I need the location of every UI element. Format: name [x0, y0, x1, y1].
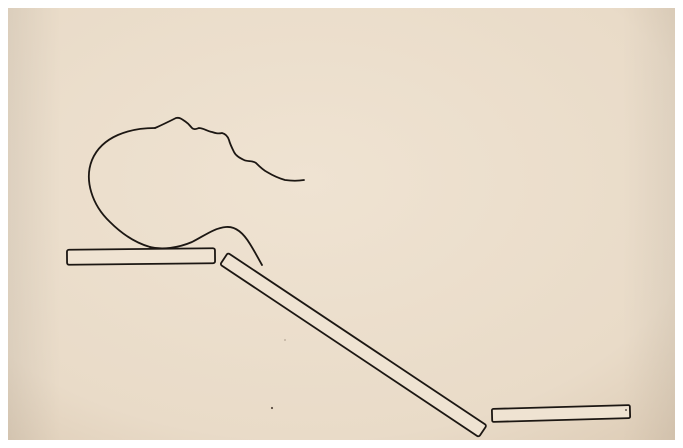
lower-board	[492, 405, 630, 422]
paper-speck	[271, 407, 273, 409]
paper-edge-shading	[8, 8, 675, 440]
head-support-board	[67, 248, 215, 265]
paper-speck	[284, 339, 285, 340]
paper-speck	[625, 409, 627, 411]
